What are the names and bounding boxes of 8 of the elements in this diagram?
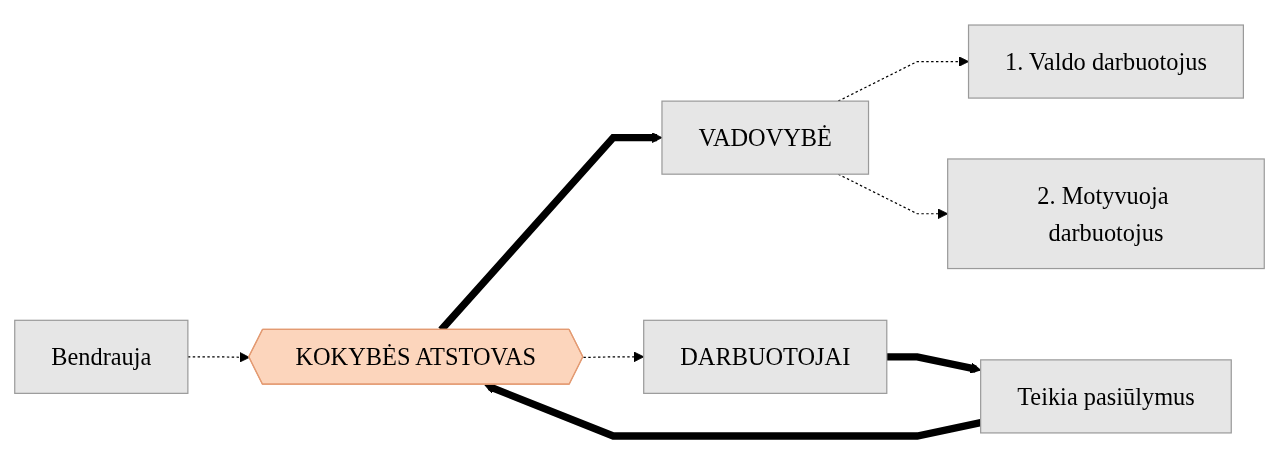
node-box: 1. Valdo darbuotojus [967,24,1244,99]
node-box: Teikia pasiūlymus [980,359,1232,434]
arrow [187,351,250,363]
node-box: VADOVYBĖ [661,100,870,175]
node-box: 2. Motyvuoja darbuotojus [947,158,1265,270]
node-box: DARBUOTOJAI [643,319,888,394]
arrow [484,383,982,440]
node-box: Bendrauja [14,319,189,394]
